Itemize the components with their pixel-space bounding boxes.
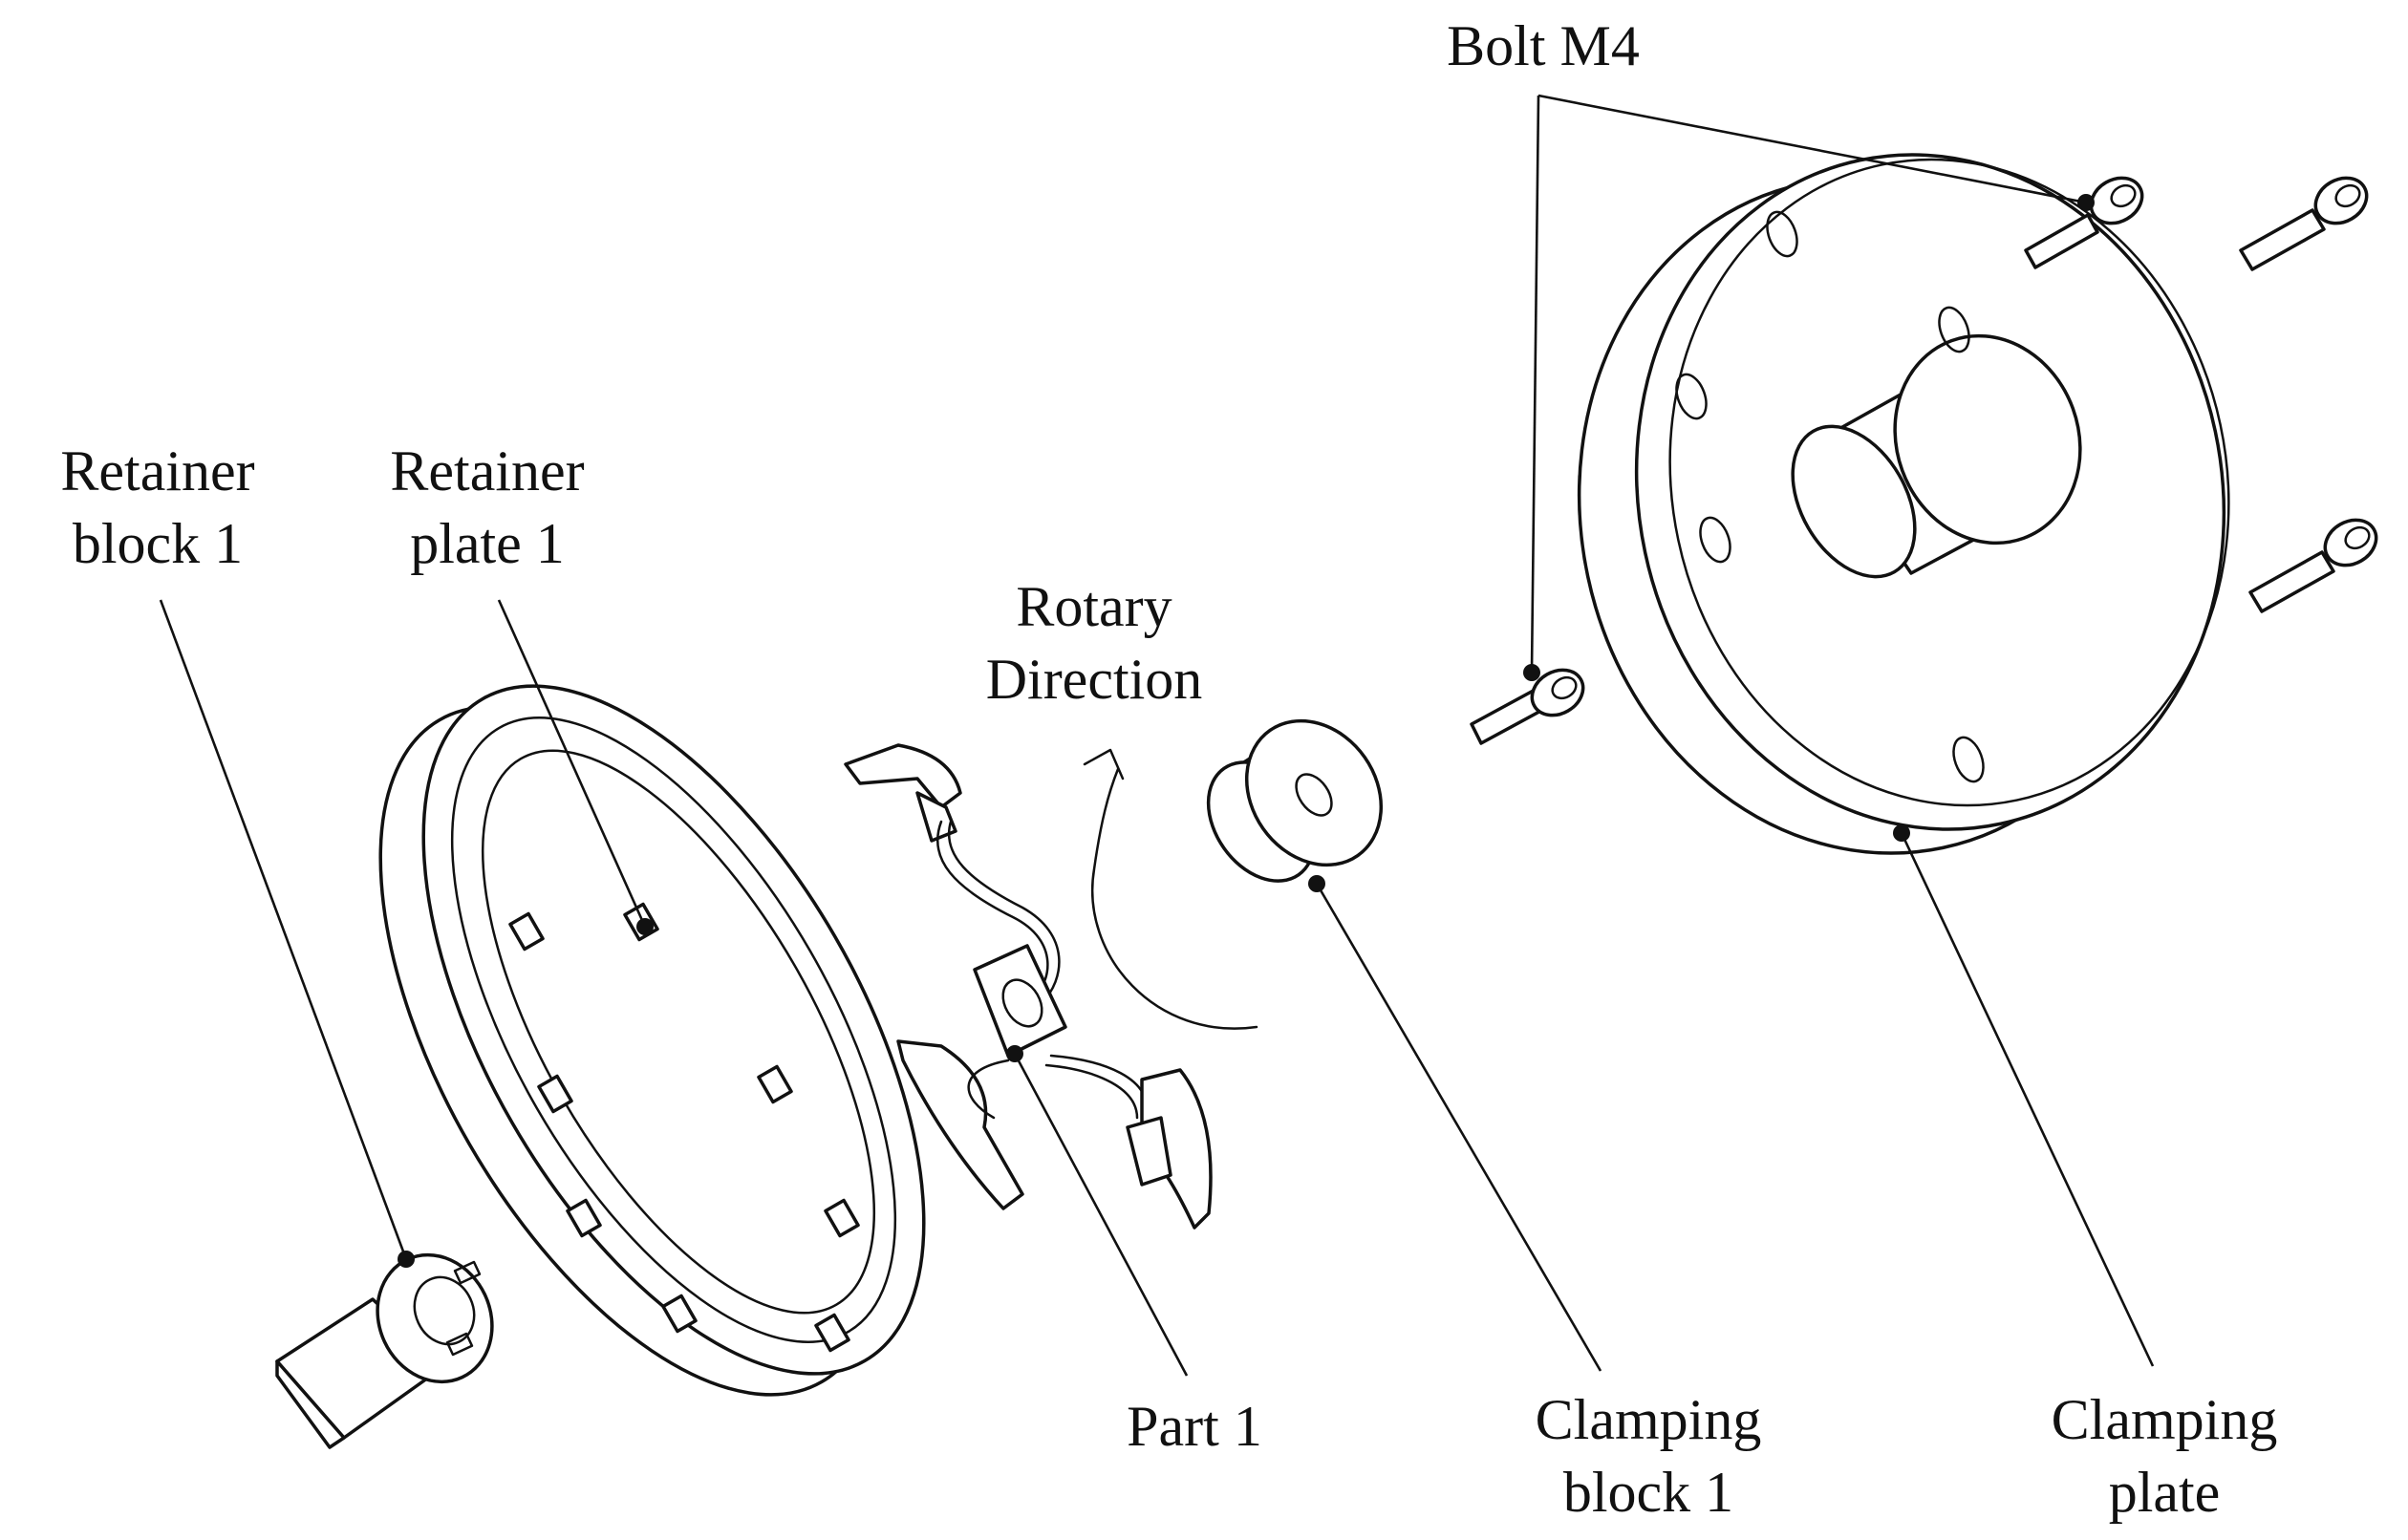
- leader-dot: [2077, 194, 2095, 211]
- leader-line-part: [1013, 1053, 1189, 1377]
- leader-line-clamping-block: [1315, 883, 1602, 1372]
- leader-dot: [1893, 824, 1910, 842]
- leader-line-bolt: [1530, 95, 1540, 674]
- leader-dot: [1308, 875, 1325, 892]
- clamping-block-1: [1206, 718, 1384, 883]
- leader-dot: [398, 1251, 415, 1268]
- label-retainer-plate-1: Retainer plate 1: [349, 435, 626, 580]
- label-clamping-block-line1: Clamping: [1535, 1388, 1762, 1451]
- leader-line-clamping-plate: [1900, 832, 2155, 1367]
- bolt-m4: [2239, 176, 2369, 271]
- bolt-m4: [1470, 668, 1585, 745]
- label-rotary-line2: Direction: [985, 648, 1203, 711]
- label-clamping-block-1: Clamping block 1: [1510, 1383, 1787, 1529]
- leader-dot: [1006, 1045, 1023, 1062]
- part-1: [844, 743, 1213, 1230]
- label-bolt-m4: Bolt M4: [1405, 10, 1682, 82]
- label-rotary-line1: Rotary: [1016, 575, 1172, 638]
- label-bolt-m4-text: Bolt M4: [1447, 14, 1640, 77]
- label-clamping-block-line2: block 1: [1562, 1461, 1734, 1524]
- label-clamping-plate: Clamping plate: [2026, 1383, 2303, 1529]
- bolt-m4: [2024, 176, 2144, 269]
- label-retainer-block-line1: Retainer: [60, 439, 255, 503]
- retainer-block-1: [275, 1252, 494, 1449]
- leader-line-bolt: [1537, 94, 2087, 204]
- leader-dot: [636, 918, 654, 935]
- clamping-plate: [1577, 153, 2230, 855]
- leader-dot: [1523, 664, 1540, 681]
- label-retainer-plate-line1: Retainer: [390, 439, 585, 503]
- label-retainer-block-1: Retainer block 1: [19, 435, 296, 580]
- bolt-m4: [2248, 518, 2378, 613]
- label-retainer-plate-line2: plate 1: [410, 512, 565, 575]
- label-part-1: Part 1: [1056, 1390, 1333, 1463]
- label-rotary-direction: Rotary Direction: [956, 570, 1233, 716]
- leader-dots: [398, 194, 2095, 1268]
- leader-line-retainer-plate: [497, 599, 647, 928]
- retainer-plate-1: [378, 684, 926, 1397]
- rotary-direction-arrow: [1083, 748, 1258, 1030]
- leader-line-retainer-block: [159, 599, 408, 1260]
- label-part-1-text: Part 1: [1127, 1395, 1262, 1458]
- label-clamping-plate-line1: Clamping: [2051, 1388, 2278, 1451]
- label-clamping-plate-line2: plate: [2108, 1461, 2221, 1524]
- label-retainer-block-line2: block 1: [72, 512, 244, 575]
- leader-lines: [159, 94, 2155, 1377]
